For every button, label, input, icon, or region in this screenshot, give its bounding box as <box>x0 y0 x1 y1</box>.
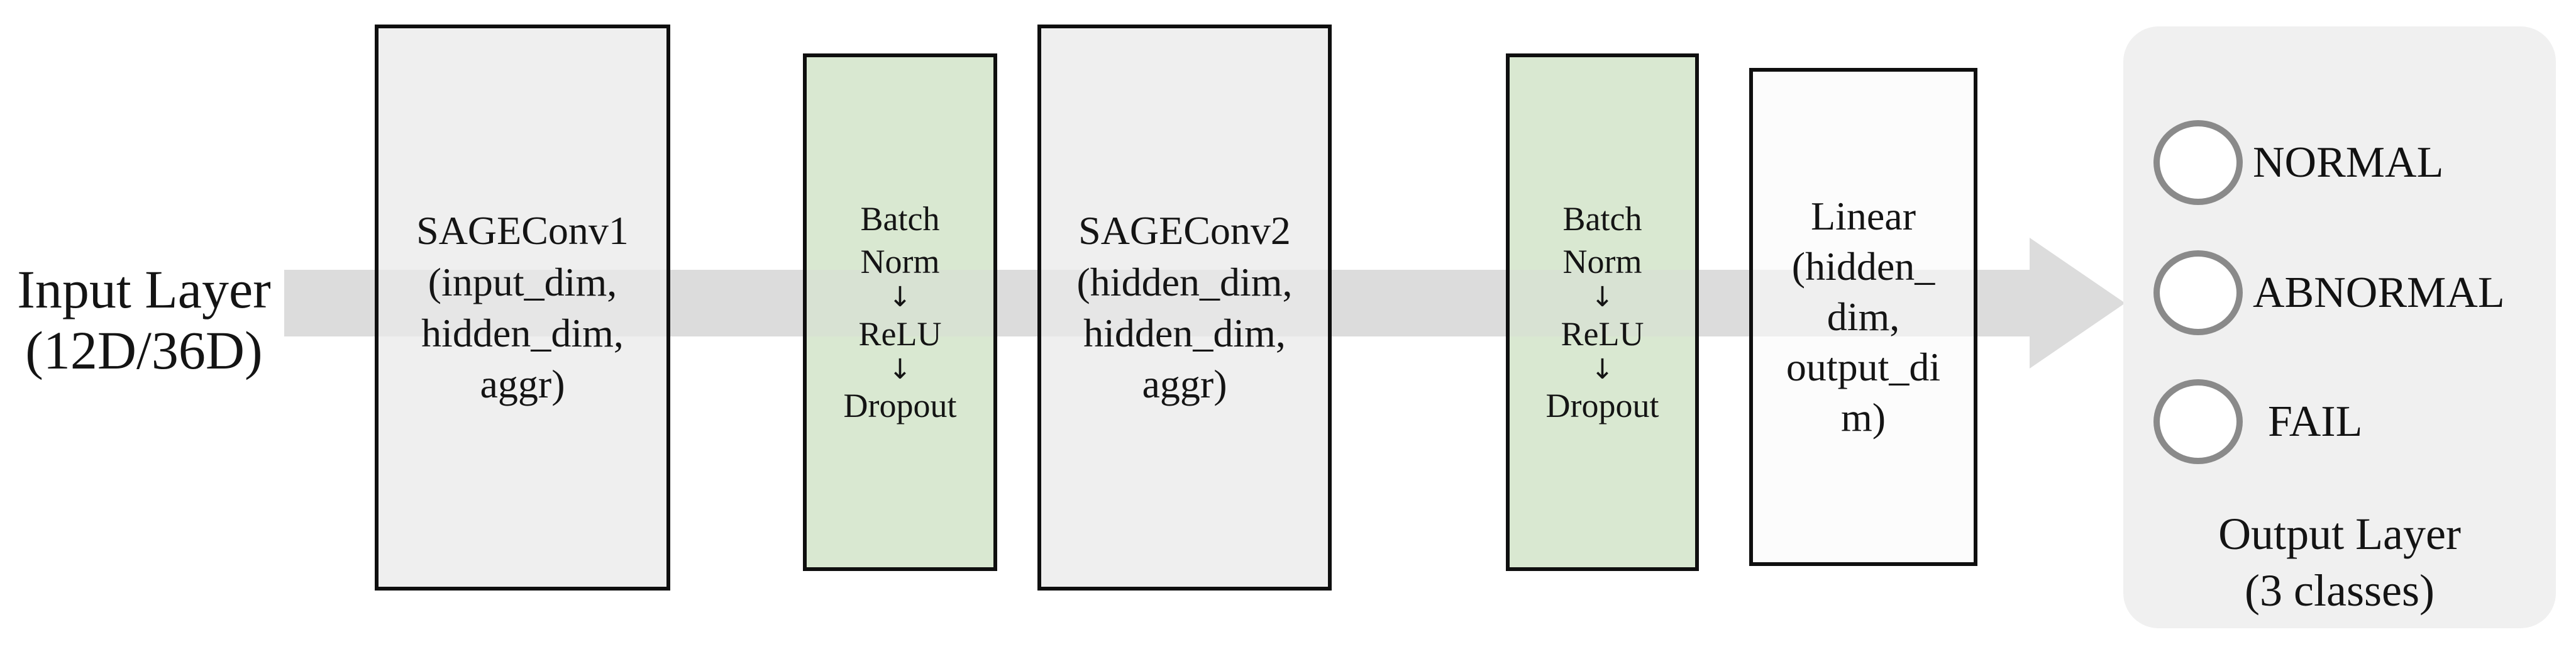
flow-arrowhead-icon <box>2030 238 2125 369</box>
block-text-line: Dropout <box>843 386 957 424</box>
down-arrow-icon: ↓ <box>888 353 912 386</box>
block-text-line: (input_dim, <box>428 259 617 304</box>
block-text-line: Dropout <box>1545 386 1659 424</box>
output-layer-caption: Output Layer (3 classes) <box>2123 506 2556 619</box>
output-class-row-fail: FAIL <box>2153 379 2362 464</box>
class-node-circle-icon <box>2153 250 2243 335</box>
down-arrow-icon: ↓ <box>888 281 912 314</box>
block-text-line: Batch <box>860 200 940 238</box>
block-text-line: hidden_dim, <box>421 311 624 355</box>
class-node-circle-icon <box>2153 379 2243 464</box>
output-layer-caption-classes: (3 classes) <box>2245 565 2435 616</box>
input-layer-title: Input Layer <box>17 259 271 319</box>
class-label-abnormal: ABNORMAL <box>2253 268 2505 317</box>
block-text-line: aggr) <box>480 362 565 407</box>
sageconv2-block: SAGEConv2 (hidden_dim, hidden_dim, aggr) <box>1037 25 1332 591</box>
down-arrow-icon: ↓ <box>1591 353 1614 386</box>
block-text-line: ReLU <box>858 314 942 353</box>
class-label-normal: NORMAL <box>2253 138 2444 187</box>
block-text-line: hidden_dim, <box>1083 311 1286 355</box>
sageconv1-block: SAGEConv1 (input_dim, hidden_dim, aggr) <box>375 25 670 591</box>
linear-block: Linear (hidden_ dim, output_di m) <box>1749 68 1977 566</box>
output-class-row-abnormal: ABNORMAL <box>2153 250 2505 335</box>
block-text-line: Linear <box>1811 194 1916 238</box>
input-layer-label: Input Layer (12D/36D) <box>3 259 285 381</box>
block-text-line: SAGEConv1 <box>416 208 629 253</box>
block-text-line: output_di <box>1786 345 1941 389</box>
batchnorm-relu-dropout-block-1: Batch Norm ↓ ReLU ↓ Dropout <box>803 53 997 571</box>
down-arrow-icon: ↓ <box>1591 281 1614 314</box>
block-text-line: (hidden_ <box>1791 244 1935 289</box>
output-class-row-normal: NORMAL <box>2153 120 2443 205</box>
block-text-line: aggr) <box>1142 362 1227 407</box>
block-text-line: dim, <box>1827 294 1900 339</box>
class-label-fail: FAIL <box>2268 397 2363 446</box>
block-text-line: ReLU <box>1561 314 1644 353</box>
block-text-line: Batch <box>1562 200 1642 238</box>
output-layer-caption-title: Output Layer <box>2218 509 2461 559</box>
class-node-circle-icon <box>2153 120 2243 205</box>
block-text-line: SAGEConv2 <box>1078 208 1291 253</box>
block-text-line: Norm <box>1562 243 1642 281</box>
block-text-line: Norm <box>860 243 940 281</box>
input-layer-dims: (12D/36D) <box>25 320 263 381</box>
block-text-line: (hidden_dim, <box>1076 259 1293 304</box>
output-layer-panel: NORMAL ABNORMAL FAIL Output Layer (3 cla… <box>2123 26 2556 628</box>
block-text-line: m) <box>1840 395 1886 440</box>
batchnorm-relu-dropout-block-2: Batch Norm ↓ ReLU ↓ Dropout <box>1506 53 1699 571</box>
